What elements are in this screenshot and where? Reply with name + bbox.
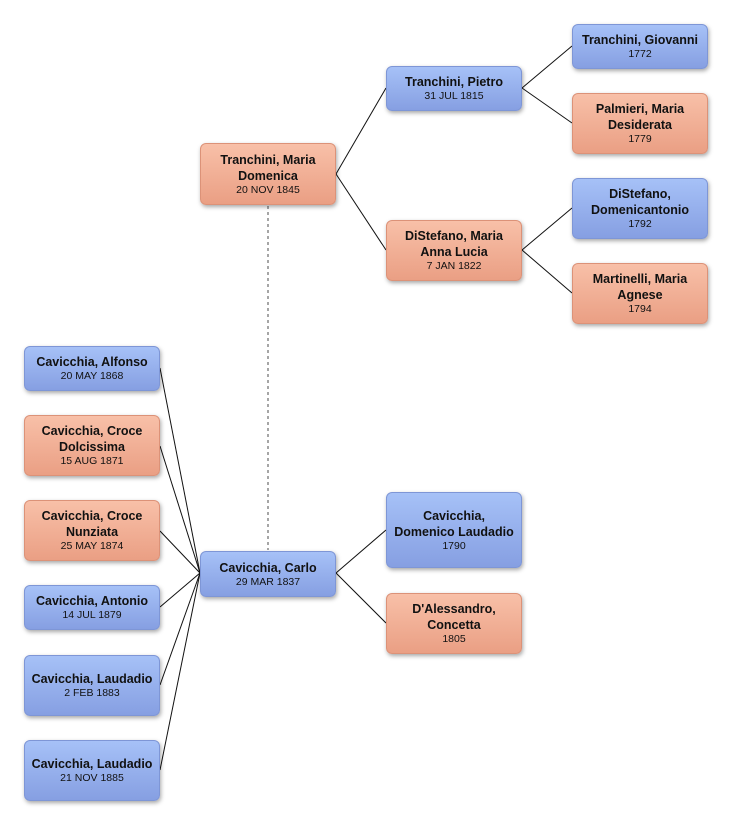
person-card-maria-desiderata[interactable]: Palmieri, Maria Desiderata 1779 [572, 93, 708, 154]
person-card-concetta[interactable]: D'Alessandro, Concetta 1805 [386, 593, 522, 654]
person-card-croce-nunziata[interactable]: Cavicchia, Croce Nunziata 25 MAY 1874 [24, 500, 160, 561]
person-date: 7 JAN 1822 [426, 260, 482, 272]
person-name: Cavicchia, Carlo [219, 560, 317, 575]
child-link [159, 367, 201, 574]
person-card-maria-agnese[interactable]: Martinelli, Maria Agnese 1794 [572, 263, 708, 324]
person-date: 20 NOV 1845 [236, 183, 300, 196]
person-card-croce-dolcissima[interactable]: Cavicchia, Croce Dolcissima 15 AUG 1871 [24, 415, 160, 476]
person-name: DiStefano, Domenicantonio [591, 187, 689, 217]
person-card-giovanni[interactable]: Tranchini, Giovanni 1772 [572, 24, 708, 69]
person-name: Cavicchia, Croce Nunziata [41, 509, 143, 539]
person-date: 14 JUL 1879 [62, 609, 122, 621]
parent-link [521, 207, 573, 251]
person-card-pietro[interactable]: Tranchini, Pietro 31 JUL 1815 [386, 66, 522, 111]
person-name: Martinelli, Maria Agnese [592, 272, 688, 302]
child-link [159, 572, 201, 608]
person-name: DiStefano, Maria Anna Lucia [405, 229, 503, 259]
person-name: Tranchini, Maria Domenica [220, 152, 316, 183]
person-name: Cavicchia, Laudadio [31, 757, 153, 771]
parent-link [521, 249, 573, 294]
person-card-domenico-laudadio[interactable]: Cavicchia, Domenico Laudadio 1790 [386, 492, 522, 568]
person-date: 1779 [628, 133, 652, 145]
child-link [159, 572, 201, 686]
child-link [159, 445, 201, 574]
person-card-laudadio-1885[interactable]: Cavicchia, Laudadio 21 NOV 1885 [24, 740, 160, 801]
person-name: Cavicchia, Alfonso [36, 355, 148, 369]
parent-link [335, 173, 387, 251]
person-date: 31 JUL 1815 [424, 90, 484, 102]
person-card-laudadio-1883[interactable]: Cavicchia, Laudadio 2 FEB 1883 [24, 655, 160, 716]
person-name: Cavicchia, Laudadio [31, 672, 153, 686]
person-date: 25 MAY 1874 [60, 540, 124, 552]
person-card-maria-domenica[interactable]: Tranchini, Maria Domenica 20 NOV 1845 [200, 143, 336, 205]
person-card-domenicantonio[interactable]: DiStefano, Domenicantonio 1792 [572, 178, 708, 239]
person-date: 1790 [442, 539, 466, 552]
person-name: Palmieri, Maria Desiderata [595, 102, 685, 132]
person-name: Cavicchia, Antonio [35, 594, 149, 608]
child-link [159, 530, 201, 574]
person-name: Cavicchia, Domenico Laudadio [394, 508, 514, 539]
person-name: Tranchini, Pietro [405, 75, 503, 89]
parent-link [521, 87, 573, 124]
person-date: 21 NOV 1885 [60, 772, 124, 784]
person-date: 20 MAY 1868 [60, 370, 124, 382]
parent-link [335, 87, 387, 175]
person-name: D'Alessandro, Concetta [412, 602, 496, 632]
person-card-antonio[interactable]: Cavicchia, Antonio 14 JUL 1879 [24, 585, 160, 630]
person-date: 1805 [442, 633, 466, 645]
person-date: 2 FEB 1883 [64, 687, 120, 699]
person-date: 1792 [628, 218, 652, 230]
parent-link [335, 572, 387, 624]
parent-link [335, 529, 387, 574]
person-date: 1794 [628, 303, 652, 315]
person-date: 15 AUG 1871 [60, 455, 124, 467]
person-card-alfonso[interactable]: Cavicchia, Alfonso 20 MAY 1868 [24, 346, 160, 391]
child-link [159, 572, 201, 771]
parent-link [521, 45, 573, 89]
person-name: Cavicchia, Croce Dolcissima [41, 424, 143, 454]
person-date: 1772 [628, 48, 652, 60]
person-date: 29 MAR 1837 [235, 575, 301, 588]
person-name: Tranchini, Giovanni [582, 33, 698, 47]
person-card-carlo[interactable]: Cavicchia, Carlo 29 MAR 1837 [200, 551, 336, 597]
person-card-maria-anna-lucia[interactable]: DiStefano, Maria Anna Lucia 7 JAN 1822 [386, 220, 522, 281]
